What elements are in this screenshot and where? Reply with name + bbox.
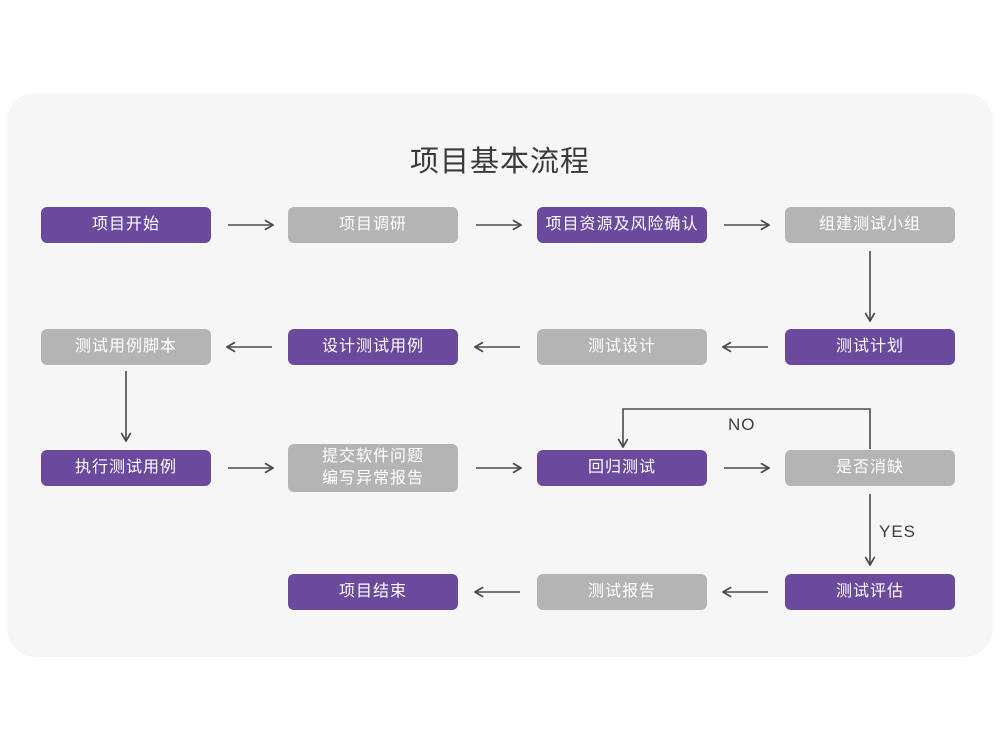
flow-node-submit-issues-write-report: 提交软件问题 编写异常报告 <box>288 444 458 492</box>
flow-node-label: 项目调研 <box>338 215 407 233</box>
flow-node-test-design: 测试设计 <box>537 329 707 365</box>
flow-node-project-research: 项目调研 <box>288 207 458 243</box>
flow-node-design-test-cases: 设计测试用例 <box>288 329 458 365</box>
flow-node-label: 测试设计 <box>587 337 656 355</box>
flow-node-project-end: 项目结束 <box>288 574 458 610</box>
flow-node-label: 设计测试用例 <box>321 337 424 355</box>
flow-node-test-case-scripts: 测试用例脚本 <box>41 329 211 365</box>
flow-node-test-report: 测试报告 <box>537 574 707 610</box>
no-branch-label: NO <box>728 415 756 434</box>
flow-node-defect-resolved-check: 是否消缺 <box>785 450 955 486</box>
page-title: 项目基本流程 <box>409 146 590 178</box>
flow-node-project-start: 项目开始 <box>41 207 211 243</box>
flow-node-label: 项目资源及风险确认 <box>545 215 699 233</box>
flow-node-test-plan: 测试计划 <box>785 329 955 365</box>
yes-branch-label: YES <box>879 522 917 541</box>
flow-node-label: 测试用例脚本 <box>74 337 177 355</box>
flow-node-label: 执行测试用例 <box>74 458 177 476</box>
flow-node-label: 测试评估 <box>835 582 904 600</box>
flow-node-label: 项目开始 <box>91 215 160 233</box>
flow-node-regression-test: 回归测试 <box>537 450 707 486</box>
flow-node-resources-risk-confirm: 项目资源及风险确认 <box>537 207 707 243</box>
flow-node-label: 组建测试小组 <box>818 215 921 233</box>
flow-node-label: 回归测试 <box>587 458 656 476</box>
flow-node-label: 测试计划 <box>835 337 904 355</box>
flow-node-label: 是否消缺 <box>835 458 904 476</box>
flow-node-test-evaluation: 测试评估 <box>785 574 955 610</box>
flow-node-label: 测试报告 <box>587 582 656 600</box>
flow-node-execute-test-cases: 执行测试用例 <box>41 450 211 486</box>
flow-node-form-test-team: 组建测试小组 <box>785 207 955 243</box>
flowchart-card <box>7 93 993 657</box>
flow-node-label: 提交软件问题 编写异常报告 <box>321 447 424 487</box>
flow-node-label: 项目结束 <box>338 582 407 600</box>
